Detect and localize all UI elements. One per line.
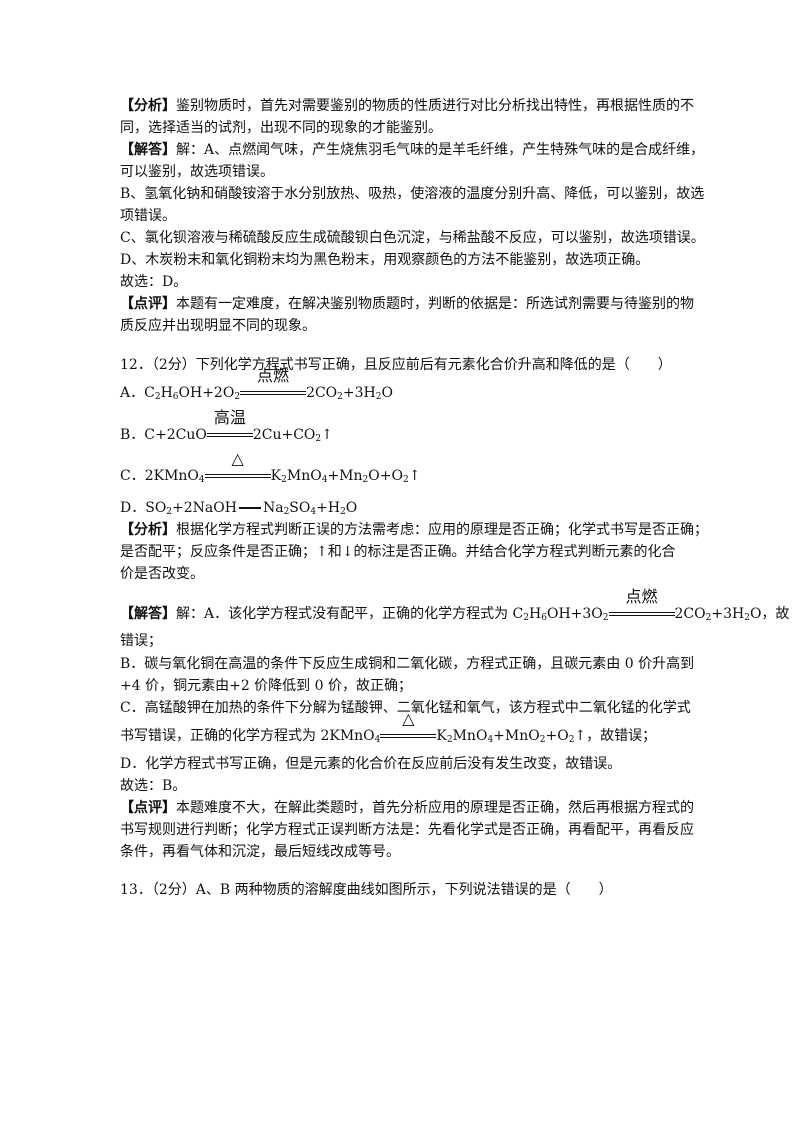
comment-11-line-1: 【点评】本题有一定难度，在解决鉴别物质题时，判断的依据是：所选试剂需要与待鉴别的… bbox=[120, 296, 694, 312]
comment-12-line-1: 【点评】本题难度不大，在解此类题时，首先分析应用的原理是否正确，然后再根据方程式… bbox=[120, 800, 694, 816]
gas-arrow-icon: ↑ bbox=[408, 468, 421, 484]
reaction-condition-heat: △ bbox=[204, 450, 271, 486]
reaction-condition-fire: 点燃 bbox=[608, 588, 675, 624]
analysis-12-line-1: 【分析】根据化学方程式判断正误的方法需考虑：应用的原理是否正确；化学式书写是否正… bbox=[120, 522, 708, 538]
comment-12-line-3: 条件，再看气体和沉淀，最后短线改成等号。 bbox=[120, 844, 400, 860]
answer-11-line-2: 可以鉴别，故选项错误。 bbox=[120, 164, 274, 180]
gas-arrow-icon: ↑ bbox=[321, 427, 333, 443]
analysis-11-line-1: 【分析】鉴别物质时，首先对需要鉴别的物质的性质进行对比分析找出特性，再根据性质的… bbox=[120, 98, 694, 114]
analysis-12-line-2: 是否配平；反应条件是否正确；↑和↓的标注是否正确。并结合化学方程式判断元素的化合 bbox=[120, 544, 676, 560]
answer-11-line-5: C、氯化钡溶液与稀硫酸反应生成硫酸钡白色沉淀，与稀盐酸不反应，可以鉴别，故选项错… bbox=[120, 230, 705, 246]
question-12-option-c: C．2KMnO4△K2MnO4+Mn2O+O2↑ bbox=[120, 449, 421, 486]
answer-12-selection: 故选：B。 bbox=[120, 778, 187, 794]
answer-12-line-b1: B．碳与氧化铜在高温的条件下反应生成铜和二氧化碳，方程式正确，且碳元素由 0 价… bbox=[120, 656, 695, 672]
comment-11-line-2: 质反应并出现明显不同的现象。 bbox=[120, 318, 316, 334]
analysis-12-line-3: 价是否改变。 bbox=[120, 566, 204, 582]
answer-12-line-b2: +4 价，铜元素由+2 价降低到 0 价，故正确； bbox=[120, 678, 412, 694]
answer-11-line-4: 项错误。 bbox=[120, 208, 176, 224]
answer-11-line-7: 故选：D。 bbox=[120, 274, 188, 290]
reaction-condition-high-temp: 高温 bbox=[206, 409, 253, 445]
answer-11-line-1: 【解答】解：A、点燃闻气味，产生烧焦羽毛气味的是羊毛纤维，产生特殊气味的是合成纤… bbox=[120, 142, 705, 158]
answer-12-line-d1: D．化学方程式书写正确，但是元素的化合价在反应前后没有发生改变，故错误。 bbox=[120, 756, 622, 772]
equals-sign bbox=[237, 498, 263, 518]
answer-11-line-6: D、木炭粉末和氧化铜粉末均为黑色粉末，用观察颜色的方法不能鉴别，故选项正确。 bbox=[120, 252, 650, 268]
answer-12-line-c2: 书写错误，正确的化学方程式为 2KMnO4△K2MnO4+MnO2+O2↑，故错… bbox=[120, 709, 657, 746]
reaction-condition-heat: △ bbox=[380, 710, 437, 746]
analysis-11-line-2: 同，选择适当的试剂，出现不同的现象的才能鉴别。 bbox=[120, 120, 442, 136]
answer-11-line-3: B、氢氧化钠和硝酸铵溶于水分别放热、吸热，使溶液的温度分别升高、降低，可以鉴别，… bbox=[120, 186, 705, 202]
question-12-stem: 12．（2分）下列化学方程式书写正确，且反应前后有元素化合价升高和降低的是（ ） bbox=[120, 357, 672, 373]
question-13-stem: 13．（2分）A、B 两种物质的溶解度曲线如图所示，下列说法错误的是（ ） bbox=[120, 882, 613, 898]
answer-12-line-c1: C．高锰酸钾在加热的条件下分解为锰酸钾、二氧化锰和氧气，该方程式中二氧化锰的化学… bbox=[120, 700, 691, 716]
reaction-condition-fire: 点燃 bbox=[240, 367, 307, 403]
comment-12-line-2: 书写规则进行判断；化学方程式正误判断方法是：先看化学式是否正确，再看配平，再看反… bbox=[120, 822, 694, 838]
answer-12-line-a2: 错误； bbox=[120, 633, 162, 649]
